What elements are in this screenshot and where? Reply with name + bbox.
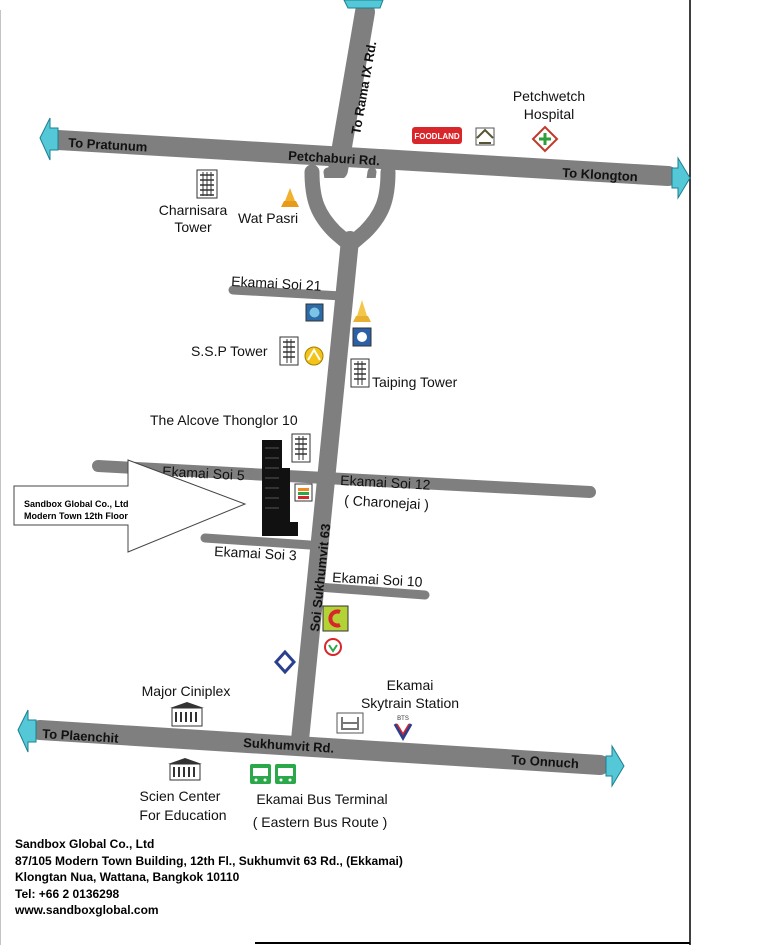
house-icon bbox=[475, 127, 495, 146]
label-taiping-tower: Taiping Tower bbox=[372, 374, 458, 390]
arrow-east-klongton-icon bbox=[671, 156, 691, 200]
modern-town-building-icon bbox=[262, 440, 298, 536]
arrow-west-plaenchit-icon bbox=[17, 709, 37, 753]
kasikorn-bank-icon bbox=[324, 638, 342, 656]
arrow-west-pratunum-icon bbox=[39, 117, 59, 161]
road-fork bbox=[304, 164, 396, 255]
label-for-education: For Education bbox=[139, 807, 226, 823]
bts-icon: BTS bbox=[393, 716, 413, 742]
road-soi5-soi12 bbox=[92, 460, 596, 498]
info-web[interactable]: www.sandboxglobal.com bbox=[15, 903, 159, 917]
info-address1: 87/105 Modern Town Building, 12th Fl., S… bbox=[15, 853, 403, 868]
road-label-to-plaenchit: To Plaenchit bbox=[42, 726, 120, 746]
bigc-icon bbox=[322, 605, 349, 632]
bank-yellow-icon bbox=[304, 346, 324, 366]
science-center-icon bbox=[168, 758, 202, 781]
alcove-building-icon bbox=[291, 433, 311, 463]
road-sukhumvit63 bbox=[291, 231, 359, 749]
road-rama9 bbox=[328, 2, 375, 180]
seven-eleven-icon bbox=[294, 483, 313, 502]
office-callout: Sandbox Global Co., Ltd Modern Town 12th… bbox=[13, 459, 247, 553]
road-label-petchaburi: Petchaburi Rd. bbox=[288, 148, 380, 168]
label-bus-terminal: Ekamai Bus Terminal bbox=[256, 791, 387, 807]
road-label-to-pratunum: To Pratunum bbox=[68, 135, 148, 155]
road-label-charonejai: ( Charonejai ) bbox=[344, 492, 430, 512]
cinema-building-icon bbox=[170, 702, 204, 727]
road-label-soi10: Ekamai Soi 10 bbox=[332, 569, 423, 590]
callout-company: Sandbox Global Co., Ltd bbox=[24, 499, 129, 509]
charnisara-building-icon bbox=[196, 169, 218, 199]
scb-bank-icon bbox=[273, 649, 297, 675]
temple-gold-icon bbox=[353, 300, 371, 322]
label-skytrain-station: Skytrain Station bbox=[361, 695, 459, 711]
honda-icon bbox=[336, 712, 364, 734]
road-label-soi3: Ekamai Soi 3 bbox=[214, 543, 297, 563]
bts-text: BTS bbox=[397, 716, 409, 722]
label-major-ciniplex: Major Ciniplex bbox=[142, 683, 231, 699]
label-wat-pasri: Wat Pasri bbox=[238, 210, 298, 226]
ssp-building-icon bbox=[279, 336, 299, 366]
road-soi10 bbox=[313, 582, 430, 600]
road-label-to-onnuch: To Onnuch bbox=[511, 752, 580, 771]
roads bbox=[30, 2, 678, 775]
road-petchaburi bbox=[48, 130, 678, 186]
foodland-text: FOODLAND bbox=[414, 132, 460, 141]
road-soi21 bbox=[228, 285, 347, 301]
road-sukhumvit bbox=[30, 720, 610, 775]
info-address2: Klongtan Nua, Wattana, Bangkok 10110 bbox=[15, 870, 240, 884]
bus-terminal-icon bbox=[250, 764, 296, 784]
road-label-soi5: Ekamai Soi 5 bbox=[162, 463, 245, 483]
direction-arrows bbox=[17, 0, 691, 788]
taiping-building-icon bbox=[350, 358, 370, 388]
road-label-soi21: Ekamai Soi 21 bbox=[231, 273, 322, 294]
label-charnisara: Charnisara bbox=[159, 202, 228, 218]
road-soi3 bbox=[200, 533, 315, 550]
arrow-top-icon bbox=[343, 0, 384, 9]
label-eastern-bus-route: ( Eastern Bus Route ) bbox=[253, 814, 388, 830]
arrow-east-onnuch-icon bbox=[605, 744, 625, 788]
road-fork-island bbox=[323, 178, 377, 230]
label-hospital: Hospital bbox=[524, 106, 575, 122]
road-label-soi12: Ekamai Soi 12 bbox=[340, 472, 431, 493]
label-alcove: The Alcove Thonglor 10 bbox=[150, 412, 298, 428]
foodland-icon: FOODLAND bbox=[412, 127, 462, 144]
label-charnisara-tower: Tower bbox=[174, 219, 212, 235]
info-tel: Tel: +66 2 0136298 bbox=[15, 886, 120, 901]
bank-krungthai-icon bbox=[352, 327, 372, 347]
road-label-sukhumvit: Sukhumvit Rd. bbox=[243, 735, 335, 756]
hospital-icon bbox=[531, 125, 559, 153]
label-petchwetch: Petchwetch bbox=[513, 88, 585, 104]
callout-floor: Modern Town 12th Floor bbox=[24, 511, 128, 521]
label-ssp-tower: S.S.P Tower bbox=[191, 343, 268, 359]
label-ekamai: Ekamai bbox=[387, 677, 434, 693]
company-info: Sandbox Global Co., Ltd 87/105 Modern To… bbox=[15, 836, 403, 919]
bank-blue-icon bbox=[305, 303, 324, 322]
temple-icon bbox=[281, 188, 299, 207]
info-company: Sandbox Global Co., Ltd bbox=[15, 837, 155, 851]
road-label-to-klongton: To Klongton bbox=[562, 165, 638, 184]
label-scien-center: Scien Center bbox=[140, 788, 221, 804]
